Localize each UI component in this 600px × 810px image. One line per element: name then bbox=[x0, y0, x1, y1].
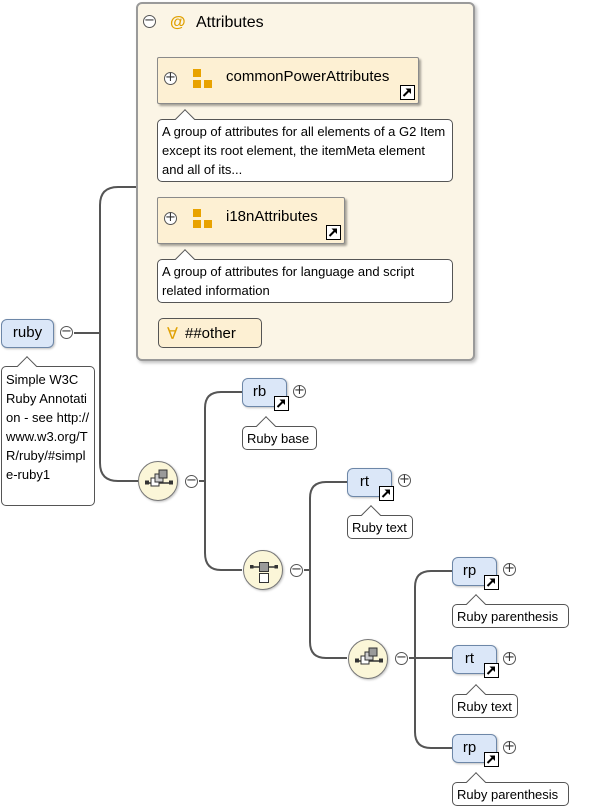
reference-arrow-icon[interactable] bbox=[484, 575, 499, 590]
at-sign-icon: @ bbox=[170, 14, 186, 31]
group-expand-button[interactable]: + bbox=[164, 70, 177, 85]
rt-annotation: Ruby text bbox=[347, 505, 413, 539]
any-attribute-label: ##other bbox=[185, 325, 236, 342]
element-rp[interactable]: rp bbox=[452, 734, 499, 767]
attributes-title: Attributes bbox=[196, 14, 264, 31]
sequence-compositor-icon[interactable] bbox=[138, 461, 178, 501]
rp-annotation: Ruby parenthesis bbox=[452, 772, 569, 806]
reference-arrow-icon[interactable] bbox=[326, 225, 341, 240]
reference-arrow-icon[interactable] bbox=[379, 486, 394, 501]
rb-expand-button[interactable]: + bbox=[293, 383, 306, 398]
rt-expand-button[interactable]: + bbox=[398, 472, 411, 487]
reference-arrow-icon[interactable] bbox=[484, 663, 499, 678]
rp-annotation: Ruby parenthesis bbox=[452, 594, 569, 628]
element-rb[interactable]: rb bbox=[242, 378, 289, 411]
element-ruby[interactable]: ruby bbox=[1, 319, 54, 348]
ruby-annotation: Simple W3C Ruby Annotation - see http://… bbox=[1, 356, 95, 506]
choice-collapse-button[interactable]: − bbox=[290, 562, 303, 577]
group-annotation: A group of attributes for language and s… bbox=[157, 249, 453, 303]
ruby-collapse-button[interactable]: − bbox=[60, 324, 73, 339]
rp-expand-button[interactable]: + bbox=[503, 739, 516, 754]
sequence-compositor-icon[interactable] bbox=[348, 639, 388, 679]
rp-expand-button[interactable]: + bbox=[503, 561, 516, 576]
attributes-panel: − @ Attributes + commonPowerAttributes A… bbox=[136, 2, 475, 361]
attribute-group-icon bbox=[193, 69, 213, 89]
group-annotation: A group of attributes for all elements o… bbox=[157, 109, 453, 182]
rt-expand-button[interactable]: + bbox=[503, 650, 516, 665]
reference-arrow-icon[interactable] bbox=[484, 752, 499, 767]
group-label: i18nAttributes bbox=[226, 208, 318, 225]
reference-arrow-icon[interactable] bbox=[400, 85, 415, 100]
attribute-group-common-power[interactable]: + commonPowerAttributes bbox=[157, 57, 419, 104]
element-rt[interactable]: rt bbox=[452, 645, 499, 678]
rb-annotation: Ruby base bbox=[242, 416, 317, 450]
attributes-collapse-button[interactable]: − bbox=[143, 13, 156, 28]
attribute-group-i18n[interactable]: + i18nAttributes bbox=[157, 197, 345, 244]
rt-annotation: Ruby text bbox=[452, 684, 518, 718]
choice-compositor-icon[interactable] bbox=[243, 550, 283, 590]
forall-icon: ∀ bbox=[167, 326, 178, 343]
reference-arrow-icon[interactable] bbox=[274, 396, 289, 411]
group-expand-button[interactable]: + bbox=[164, 210, 177, 225]
sequence-collapse-button[interactable]: − bbox=[185, 473, 198, 488]
attribute-group-icon bbox=[193, 209, 213, 229]
group-label: commonPowerAttributes bbox=[226, 68, 390, 85]
any-attribute[interactable]: ∀ ##other bbox=[158, 318, 262, 348]
element-rt[interactable]: rt bbox=[347, 468, 394, 501]
sequence-collapse-button[interactable]: − bbox=[395, 650, 408, 665]
element-rp[interactable]: rp bbox=[452, 557, 499, 590]
